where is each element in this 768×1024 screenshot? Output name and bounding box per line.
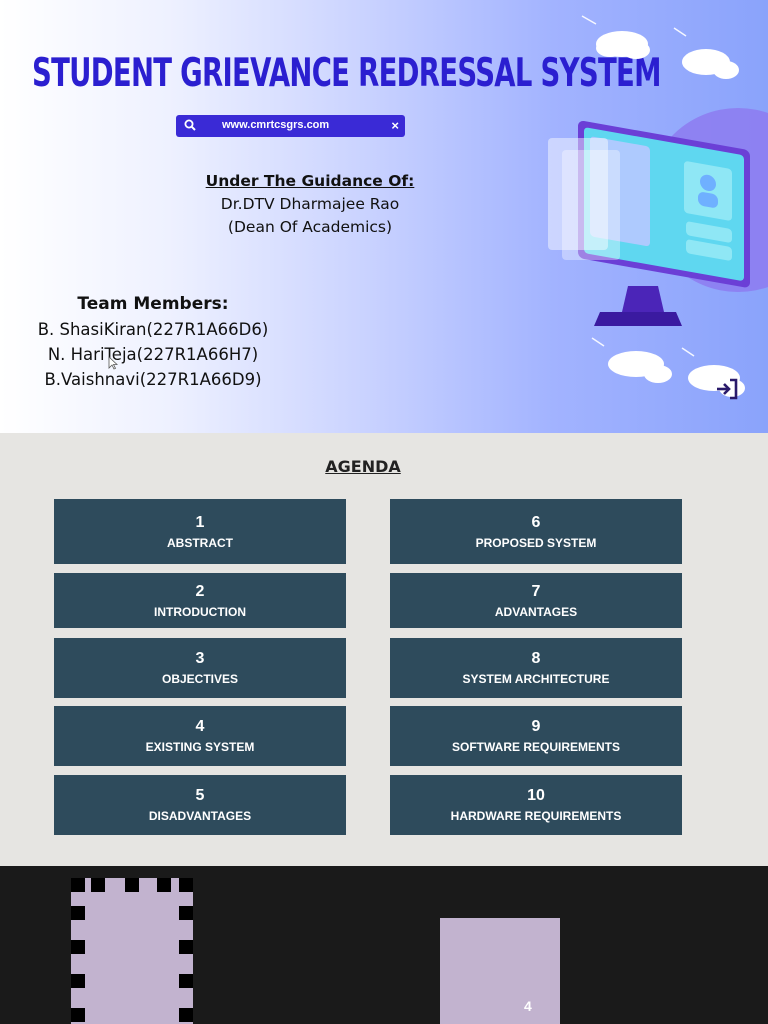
team-member: B. ShasiKiran(227R1A66D6) [37, 320, 269, 339]
agenda-item-label: PROPOSED SYSTEM [475, 535, 597, 550]
perforation [125, 878, 139, 892]
agenda-item-label: ABSTRACT [167, 535, 233, 550]
stamp-shape [71, 878, 193, 1024]
agenda-item-number: 3 [195, 650, 205, 667]
agenda-item[interactable]: 10 HARDWARE REQUIREMENTS [390, 775, 682, 835]
agenda-item-number: 4 [195, 718, 205, 735]
agenda-item-number: 10 [527, 787, 545, 804]
agenda-slide: AGENDA 1 ABSTRACT 2 INTRODUCTION 3 OBJEC… [0, 433, 768, 866]
next-slide-preview: 4 [0, 866, 768, 1024]
agenda-item[interactable]: 9 SOFTWARE REQUIREMENTS [390, 706, 682, 766]
agenda-item-label: ADVANTAGES [494, 604, 578, 619]
perforation [179, 974, 193, 988]
guide-name: Dr.DTV Dharmajee Rao [220, 195, 400, 213]
perforation [71, 906, 85, 920]
perforation [157, 878, 171, 892]
agenda-item[interactable]: 8 SYSTEM ARCHITECTURE [390, 638, 682, 698]
team-member: B.Vaishnavi(227R1A66D9) [44, 370, 262, 389]
number-box: 4 [440, 918, 560, 1024]
agenda-item[interactable]: 3 OBJECTIVES [54, 638, 346, 698]
box-number: 4 [524, 998, 532, 1014]
agenda-item-number: 1 [195, 513, 205, 531]
cursor-icon [108, 356, 119, 375]
agenda-item-label: EXISTING SYSTEM [145, 740, 255, 754]
perforation [179, 878, 193, 892]
perforation [179, 940, 193, 954]
agenda-item-label: HARDWARE REQUIREMENTS [450, 809, 622, 823]
perforation [179, 1008, 193, 1022]
perforation [71, 974, 85, 988]
monitor-illustration [548, 15, 768, 397]
team-block: Team Members: B. ShasiKiran(227R1A66D6) … [0, 292, 306, 392]
agenda-item-number: 2 [195, 582, 205, 600]
agenda-item-label: SOFTWARE REQUIREMENTS [451, 740, 620, 754]
agenda-item-label: INTRODUCTION [154, 604, 246, 619]
agenda-item-number: 6 [531, 513, 541, 531]
agenda-item[interactable]: 7 ADVANTAGES [390, 573, 682, 628]
perforation [71, 1008, 85, 1022]
guidance-heading: Under The Guidance Of: [205, 172, 415, 190]
agenda-item-number: 9 [531, 718, 541, 735]
guide-role: (Dean Of Academics) [227, 218, 393, 236]
url-search-bar[interactable]: www.cmrtcsgrs.com × [176, 115, 405, 137]
close-icon[interactable]: × [391, 118, 399, 133]
agenda-item[interactable]: 4 EXISTING SYSTEM [54, 706, 346, 766]
search-icon [184, 119, 196, 134]
team-heading: Team Members: [77, 294, 229, 314]
guidance-block: Under The Guidance Of: Dr.DTV Dharmajee … [160, 170, 460, 239]
agenda-item-label: OBJECTIVES [161, 672, 239, 686]
perforation [71, 878, 85, 892]
agenda-item-number: 8 [531, 650, 541, 667]
title-slide: STUDENT GRIEVANCE REDRESSAL SYSTEM www.c… [0, 0, 768, 433]
perforation [71, 940, 85, 954]
agenda-item-number: 7 [531, 582, 541, 600]
perforation [91, 878, 105, 892]
agenda-item[interactable]: 5 DISADVANTAGES [54, 775, 346, 835]
agenda-item-label: SYSTEM ARCHITECTURE [462, 672, 610, 686]
url-text: www.cmrtcsgrs.com [222, 119, 330, 131]
exit-icon[interactable] [714, 378, 740, 400]
agenda-title: AGENDA [325, 457, 401, 476]
agenda-item[interactable]: 1 ABSTRACT [54, 499, 346, 564]
agenda-item[interactable]: 2 INTRODUCTION [54, 573, 346, 628]
agenda-item-label: DISADVANTAGES [148, 809, 252, 823]
perforation [179, 906, 193, 920]
agenda-item-number: 5 [195, 787, 205, 804]
slide-title: STUDENT GRIEVANCE REDRESSAL SYSTEM [32, 51, 661, 96]
team-member: N. HariTeja(227R1A66H7) [47, 345, 259, 364]
agenda-item[interactable]: 6 PROPOSED SYSTEM [390, 499, 682, 564]
